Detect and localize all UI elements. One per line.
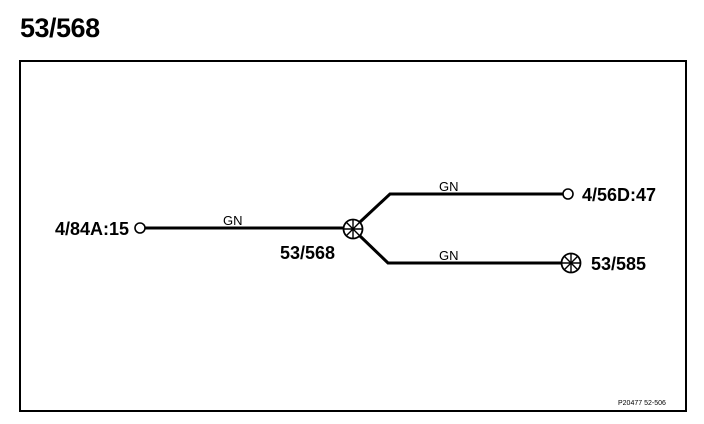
page-title: 53/568 (20, 13, 100, 43)
connector-label-top-right: 4/56D:47 (582, 185, 656, 205)
diagram-frame (19, 60, 687, 412)
figure-reference: P20477 52-506 (618, 400, 666, 407)
splice-symbol-icon (342, 218, 364, 240)
splice-label: 53/568 (280, 243, 335, 263)
connector-label-bottom-right: 53/585 (591, 254, 646, 274)
wire-lower-branch (358, 234, 562, 265)
connector-pin-left-icon (134, 222, 146, 234)
wire-color-main: GN (223, 213, 243, 228)
connector-pin-top-right-icon (562, 188, 574, 200)
wire-color-lower: GN (439, 248, 459, 263)
wire-color-upper: GN (439, 179, 459, 194)
ground-splice-symbol-icon (560, 252, 582, 274)
wire-upper-branch (358, 192, 564, 224)
connector-label-left: 4/84A:15 (55, 219, 129, 239)
